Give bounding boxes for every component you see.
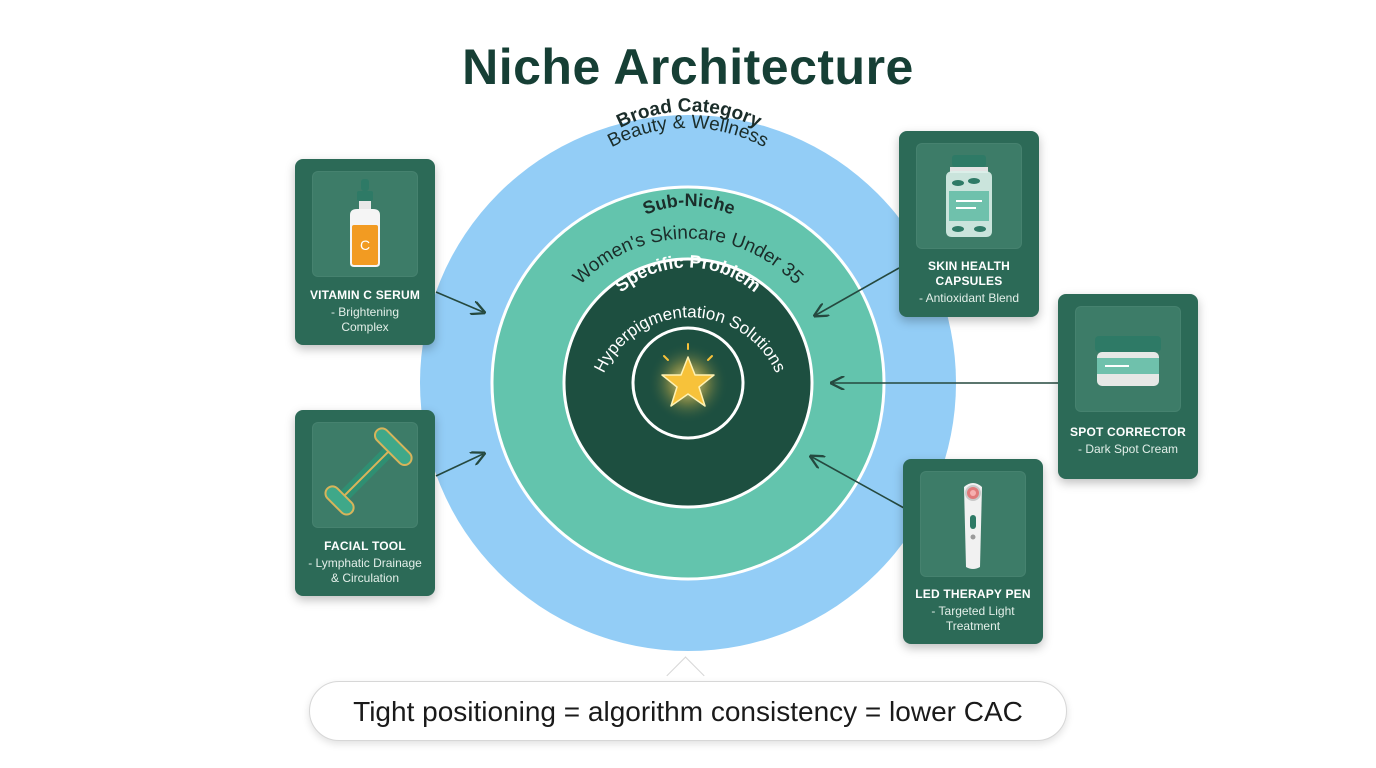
capsule-jar-icon — [916, 143, 1022, 249]
product-desc: - Dark Spot Cream — [1077, 442, 1179, 456]
product-card-vitamin-c-serum: C VITAMIN C SERUM - Brightening Complex — [295, 159, 435, 345]
product-desc: - Antioxidant Blend — [918, 291, 1020, 305]
product-card-skin-health-capsules: SKIN HEALTH CAPSULES - Antioxidant Blend — [899, 131, 1039, 317]
arrow-vitamin-c — [435, 291, 483, 312]
product-desc-line2: Treatment — [945, 619, 1001, 633]
product-name: VITAMIN C SERUM — [309, 288, 421, 302]
product-name: SPOT CORRECTOR — [1070, 425, 1186, 439]
serum-bottle-icon: C — [312, 171, 418, 277]
led-pen-icon — [920, 471, 1026, 577]
product-desc: - Brightening — [330, 305, 400, 319]
product-desc: - Lymphatic Drainage — [308, 556, 422, 570]
product-name: FACIAL TOOL — [324, 539, 406, 553]
product-desc-line2: Complex — [341, 320, 389, 334]
arrow-skin-capsules — [816, 267, 900, 315]
product-name: SKIN HEALTH — [928, 259, 1010, 273]
arrow-facial-tool — [435, 454, 483, 477]
product-card-led-therapy-pen: LED THERAPY PEN - Targeted Light Treatme… — [903, 459, 1043, 644]
star-icon — [661, 343, 715, 407]
svg-text:C: C — [360, 237, 370, 253]
arrow-led-pen — [812, 457, 905, 509]
face-roller-icon — [312, 422, 418, 528]
product-desc-line2: & Circulation — [330, 571, 400, 585]
product-name-line2: CAPSULES — [935, 274, 1003, 288]
product-card-spot-corrector: SPOT CORRECTOR - Dark Spot Cream — [1058, 294, 1198, 479]
product-desc: - Targeted Light — [931, 604, 1015, 618]
cream-jar-icon — [1075, 306, 1181, 412]
product-name: LED THERAPY PEN — [915, 587, 1031, 601]
page-title: Niche Architecture — [462, 39, 914, 95]
product-card-facial-tool: FACIAL TOOL - Lymphatic Drainage & Circu… — [295, 410, 435, 596]
positioning-callout: Tight positioning = algorithm consistenc… — [309, 681, 1067, 741]
